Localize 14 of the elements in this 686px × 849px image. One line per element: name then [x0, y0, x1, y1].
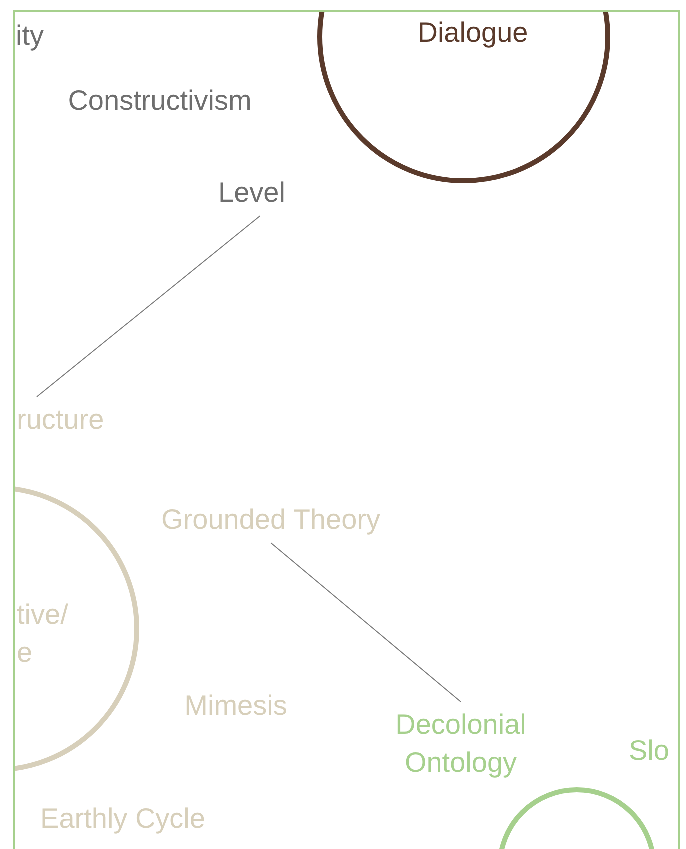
concept-label: Mimesis — [170, 687, 302, 725]
concept-label: ructure — [17, 401, 117, 439]
circle-outline — [498, 788, 656, 849]
concept-label: Level — [210, 174, 294, 212]
concept-label: Grounded Theory — [142, 501, 400, 539]
circle-label: Dialogue — [402, 14, 544, 52]
concept-label: Constructivism — [50, 82, 270, 120]
cut-off-text: ity — [16, 19, 44, 53]
connector-line — [36, 216, 261, 398]
connector-line — [270, 542, 462, 702]
concept-label: Earthly Cycle — [24, 800, 222, 838]
concept-label: Slo — [629, 732, 678, 770]
circle-label: tive/ e — [17, 596, 87, 672]
concept-label: Decolonial Ontology — [378, 706, 544, 782]
